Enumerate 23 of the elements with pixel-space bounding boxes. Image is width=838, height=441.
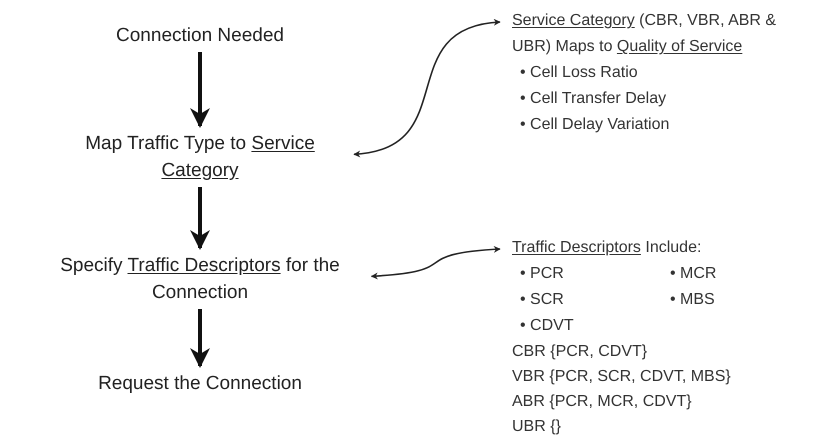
arrow: [370, 246, 501, 280]
bullet-item: • MCR: [670, 264, 716, 284]
bullet-item: • PCR: [520, 264, 564, 284]
arrow: [190, 52, 210, 128]
bullet-item: • SCR: [520, 290, 564, 310]
descriptor-set: UBR {}: [512, 417, 561, 437]
note-heading: Service Category (CBR, VBR, ABR & UBR) Maps to Quality of Service: [512, 11, 778, 57]
step-text: Specify Traffic Descriptors for the Connection: [32, 252, 368, 306]
bullet-item: • Cell Transfer Delay: [520, 89, 666, 109]
note-heading: Traffic Descriptors Include:: [512, 238, 702, 258]
bullet-item: • Cell Delay Variation: [520, 115, 670, 135]
step-text: Request the Connection: [98, 370, 302, 397]
bullet-item: • MBS: [670, 290, 715, 310]
bullet-item: • CDVT: [520, 316, 574, 336]
step-text: Connection Needed: [116, 22, 284, 49]
arrow: [353, 19, 501, 157]
bullet-item: • Cell Loss Ratio: [520, 63, 638, 83]
step-text: Map Traffic Type to Service Category: [50, 130, 350, 184]
arrow: [190, 187, 210, 250]
descriptor-set: ABR {PCR, MCR, CDVT}: [512, 392, 692, 412]
descriptor-set: VBR {PCR, SCR, CDVT, MBS}: [512, 367, 731, 387]
descriptor-set: CBR {PCR, CDVT}: [512, 342, 648, 362]
arrow: [190, 309, 210, 368]
